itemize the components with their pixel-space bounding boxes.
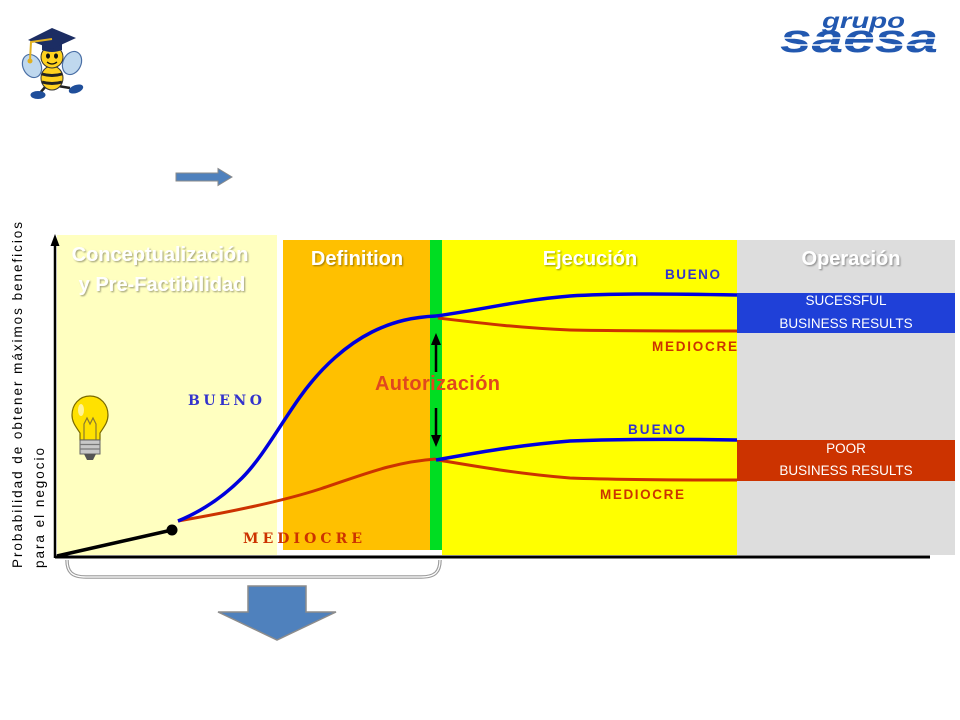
y-axis-label-line2: para el negocio	[32, 448, 47, 568]
bee-mascot-icon	[21, 28, 84, 99]
phase-panel-operation	[737, 240, 955, 555]
phase-panel-conceptualization	[57, 235, 277, 555]
phase-panel-definition	[283, 240, 430, 550]
lower-good-label: BUENO	[628, 422, 685, 437]
lower-mediocre-label: MEDIOCRE	[600, 487, 684, 502]
upper-mediocre-label: MEDIOCRE	[652, 339, 737, 354]
bee-body	[40, 65, 64, 91]
down-arrow-icon	[217, 585, 337, 641]
phase-title-operation: Operación	[802, 248, 901, 270]
phase-title-conceptualization-line2: y Pre-Factibilidad	[79, 274, 246, 296]
start-trend-line	[56, 528, 173, 558]
graduation-cap-tassel-end	[27, 58, 33, 64]
phase-panel-execution	[442, 240, 737, 555]
bee-smile	[46, 61, 58, 65]
bee-left-wing	[21, 53, 43, 79]
bee-right-shoe	[68, 84, 84, 94]
poor-result-box	[737, 440, 955, 481]
early-mediocre-curve	[177, 457, 437, 523]
lightbulb-base	[79, 439, 101, 455]
company-logo: grupo saesa	[776, 10, 944, 61]
double-arrow-icon	[431, 333, 441, 447]
success-result-box	[737, 293, 955, 333]
bee-stripe	[41, 72, 63, 77]
graduation-cap-tassel	[29, 38, 53, 61]
bee-eye	[46, 53, 50, 59]
phase-title-execution: Ejecución	[543, 248, 637, 270]
lower-mediocre-branch	[437, 458, 738, 482]
authorization-gate-bar	[430, 240, 442, 550]
y-axis-arrowhead	[50, 234, 60, 246]
logo-wordmark-main: saesa	[780, 17, 938, 61]
poor-result-line1: POOR	[826, 441, 866, 456]
lightbulb-icon	[71, 395, 109, 460]
bee-left-shoe	[30, 91, 46, 99]
lightbulb-highlight	[78, 404, 84, 416]
bee-stripe	[41, 80, 63, 85]
upper-good-label: BUENO	[665, 267, 720, 282]
upper-mediocre-branch	[437, 316, 738, 333]
logo-wordmark-top: grupo	[821, 10, 906, 33]
phase-title-conceptualization-line1: Conceptualización	[72, 244, 249, 266]
upper-good-branch	[435, 292, 738, 318]
up-arrow-head	[431, 333, 441, 345]
bee-eye	[54, 53, 58, 59]
lower-good-branch	[435, 437, 738, 462]
bee-right-wing	[61, 50, 83, 76]
poor-result-line2: BUSINESS RESULTS	[779, 463, 912, 478]
bracket-icon	[65, 559, 442, 579]
authorization-label: Autorización	[375, 373, 500, 395]
success-result-line1: SUCESSFUL	[805, 293, 887, 308]
lightbulb-tip	[84, 454, 96, 460]
bracket-inner	[66, 559, 441, 578]
right-arrow-icon	[175, 167, 233, 187]
y-axis-label-line1: Probabilidad de obtener máximos benefici…	[10, 222, 25, 568]
bracket-outline	[65, 559, 442, 579]
start-point	[166, 524, 178, 536]
lightbulb-filament	[83, 416, 97, 440]
success-result-line2: BUSINESS RESULTS	[779, 316, 912, 331]
down-arrow-head	[431, 435, 441, 447]
early-good-label: BUENO	[188, 393, 262, 409]
phase-title-definition: Definition	[311, 248, 403, 270]
graduation-cap-top	[28, 28, 76, 49]
early-good-curve	[177, 314, 437, 523]
